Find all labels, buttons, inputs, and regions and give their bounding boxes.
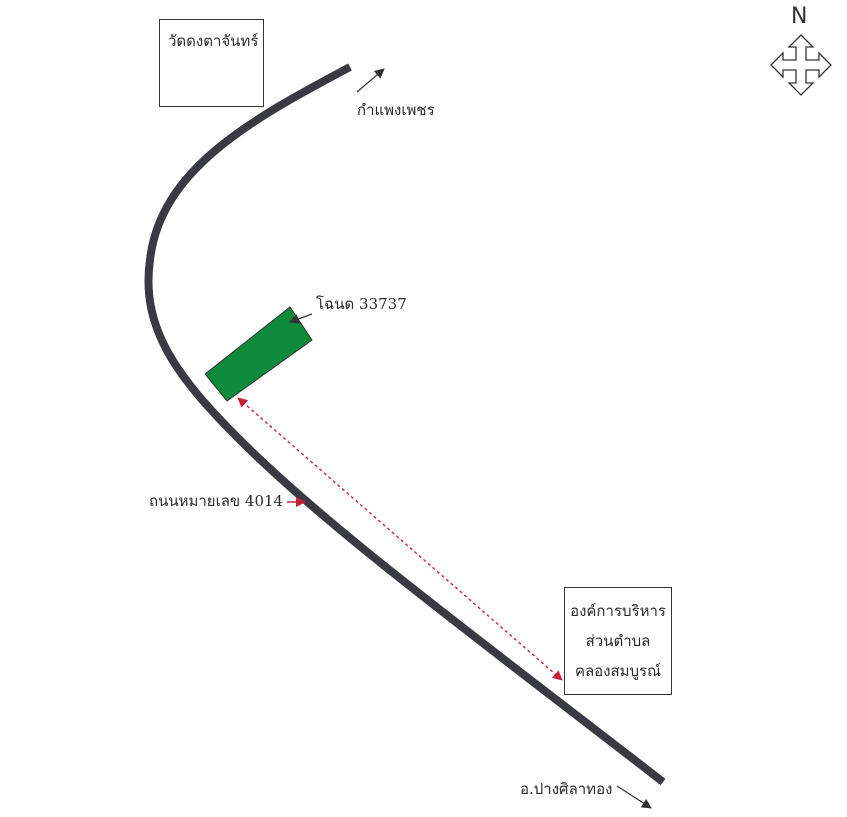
plot-label: โฉนด 33737 [316,295,407,313]
temple-label: วัดดงตาจันทร์ [168,32,259,50]
subdistrict-office-box: องค์การบริหาร ส่วนตำบล คลองสมบูรณ์ [564,587,672,695]
office-line-2: ส่วนตำบล [585,632,651,650]
office-line-3: คลองสมบูรณ์ [574,662,662,680]
direction-arrow-pang-sila-thong [616,785,652,809]
plot-label-pointer [289,313,313,324]
road-label: ถนนหมายเลข 4014 [149,492,284,510]
direction-arrow-kamphaeng-phet [356,68,385,93]
pang-sila-thong-label: อ.ปางศิลาทอง [520,780,613,798]
north-label: N [791,4,808,29]
land-plot [204,306,313,402]
kamphaeng-phet-label: กำแพงเพชร [357,101,435,119]
temple-box: วัดดงตาจันทร์ [159,19,264,107]
office-line-1: องค์การบริหาร [570,602,666,620]
compass-rose-icon [770,34,832,96]
distance-line [237,397,563,681]
